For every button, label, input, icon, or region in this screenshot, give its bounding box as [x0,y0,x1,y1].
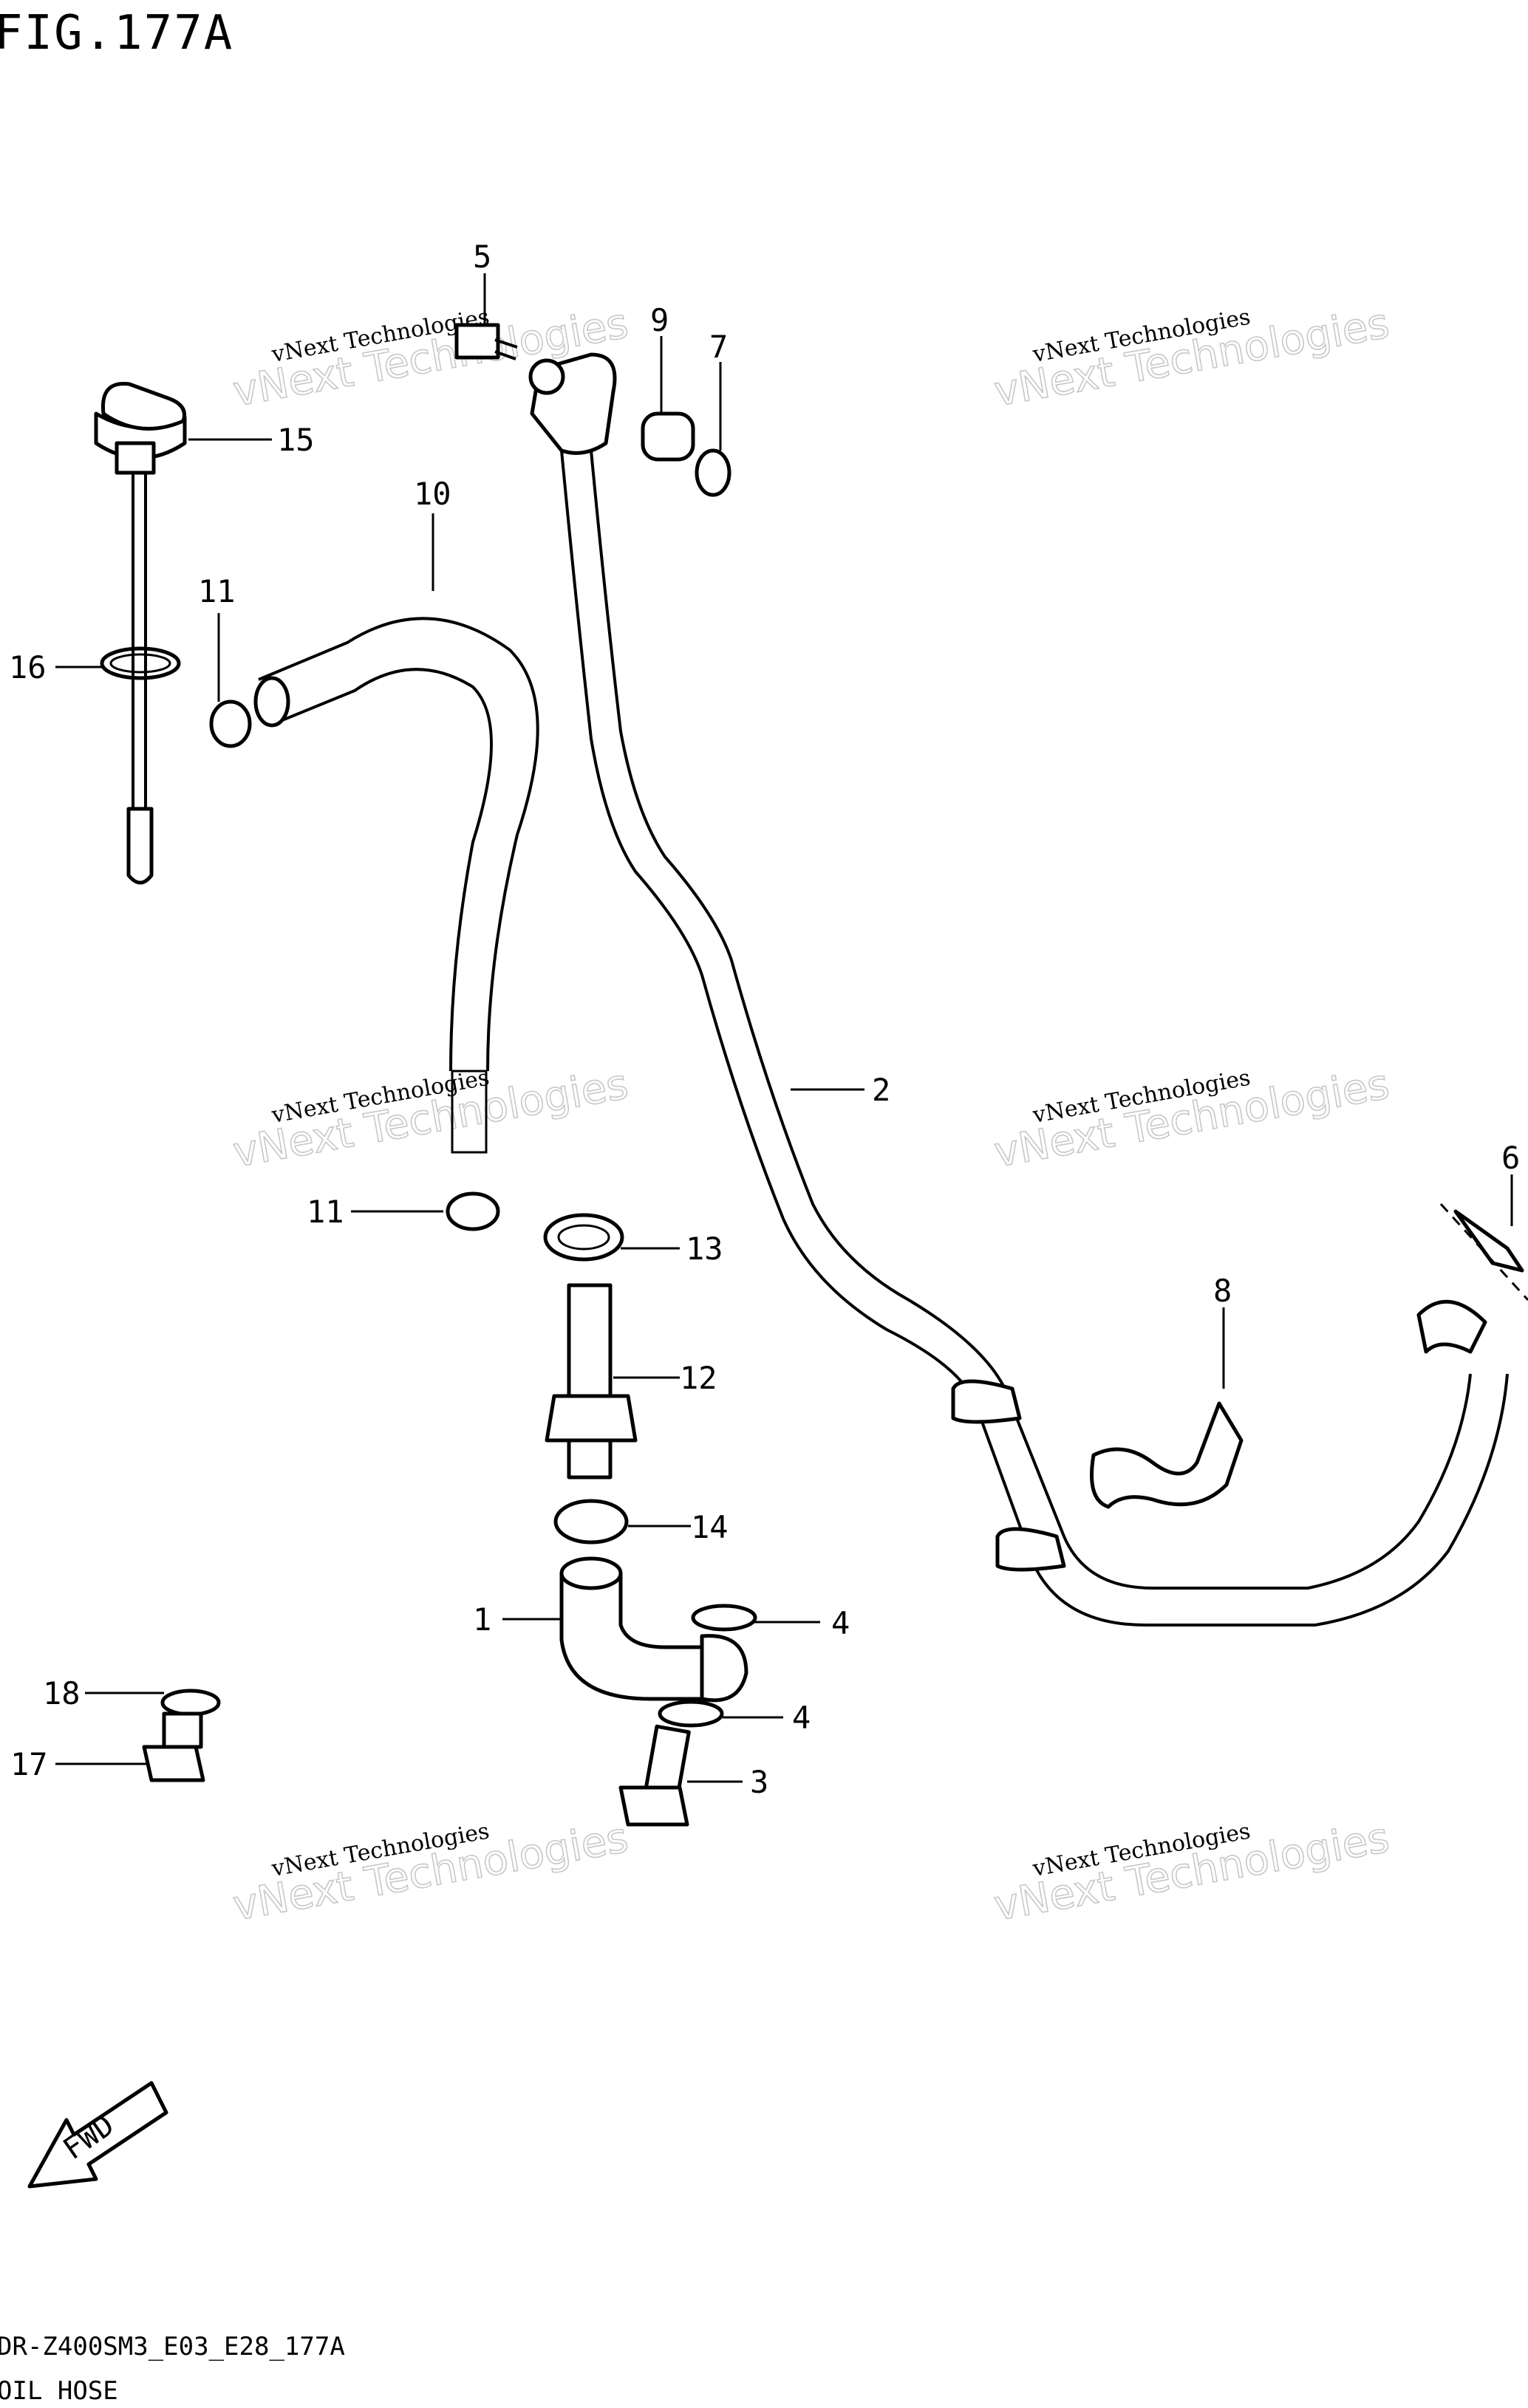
figure-title: FIG.177A [0,6,233,61]
callout-1: 1 [473,1601,491,1638]
callout-9: 9 [650,302,669,338]
callout-11: 11 [198,573,236,609]
oil-hose-part [528,352,1509,1627]
callout-13: 13 [686,1231,723,1267]
sleeve-part [641,411,695,462]
o-ring-part [695,448,731,497]
watermark: vNext Technologies vNext Technologies [229,1813,632,1932]
breather-hose-part [253,617,539,1154]
callout-8: 8 [1213,1273,1232,1309]
elbow-hose-part [559,1556,748,1703]
watermark: vNext Technologies vNext Technologies [990,1060,1394,1178]
callout-15: 15 [277,422,315,458]
gasket-part [658,1604,757,1728]
watermark: vNext Technologies vNext Technologies [990,299,1394,417]
callout-5: 5 [473,239,491,275]
hose-clamp-part [553,1499,629,1545]
model-code: DR-Z400SM3_E03_E28_177A [0,2332,345,2361]
callout-labels: 5 9 7 15 10 11 16 2 6 11 13 8 12 14 1 4 … [9,239,1520,1800]
callout-4b: 4 [792,1700,811,1736]
callout-3: 3 [750,1764,768,1800]
callout-18: 18 [43,1675,81,1711]
watermark: vNext Technologies vNext Technologies [229,1060,632,1178]
watermark-group: vNext Technologies vNext Technologies vN… [229,299,1394,1932]
dipstick-part [94,382,187,885]
watermark: vNext Technologies vNext Technologies [990,1813,1394,1932]
callout-11b: 11 [307,1194,344,1230]
bracket-part [1090,1401,1244,1509]
leader-lines [55,273,1513,1783]
callout-2: 2 [872,1072,890,1108]
union-fitting-part [545,1283,638,1480]
callout-14: 14 [691,1509,729,1545]
callout-16: 16 [9,649,47,685]
callout-4a: 4 [831,1605,850,1641]
diagram-caption: OIL HOSE [0,2376,118,2406]
washer-part [543,1213,624,1262]
callout-12: 12 [680,1360,717,1396]
clamp-part [209,700,500,1231]
callout-17: 17 [10,1746,48,1782]
fwd-arrow-icon: FWD [27,2081,168,2189]
bolt-part-right [1439,1203,1528,1302]
union-bolt-part [618,1724,691,1827]
bolt-part [454,323,518,360]
callout-10: 10 [414,476,451,512]
callout-7: 7 [709,329,728,365]
callout-6: 6 [1501,1140,1520,1176]
drain-plug-part [142,1689,221,1782]
